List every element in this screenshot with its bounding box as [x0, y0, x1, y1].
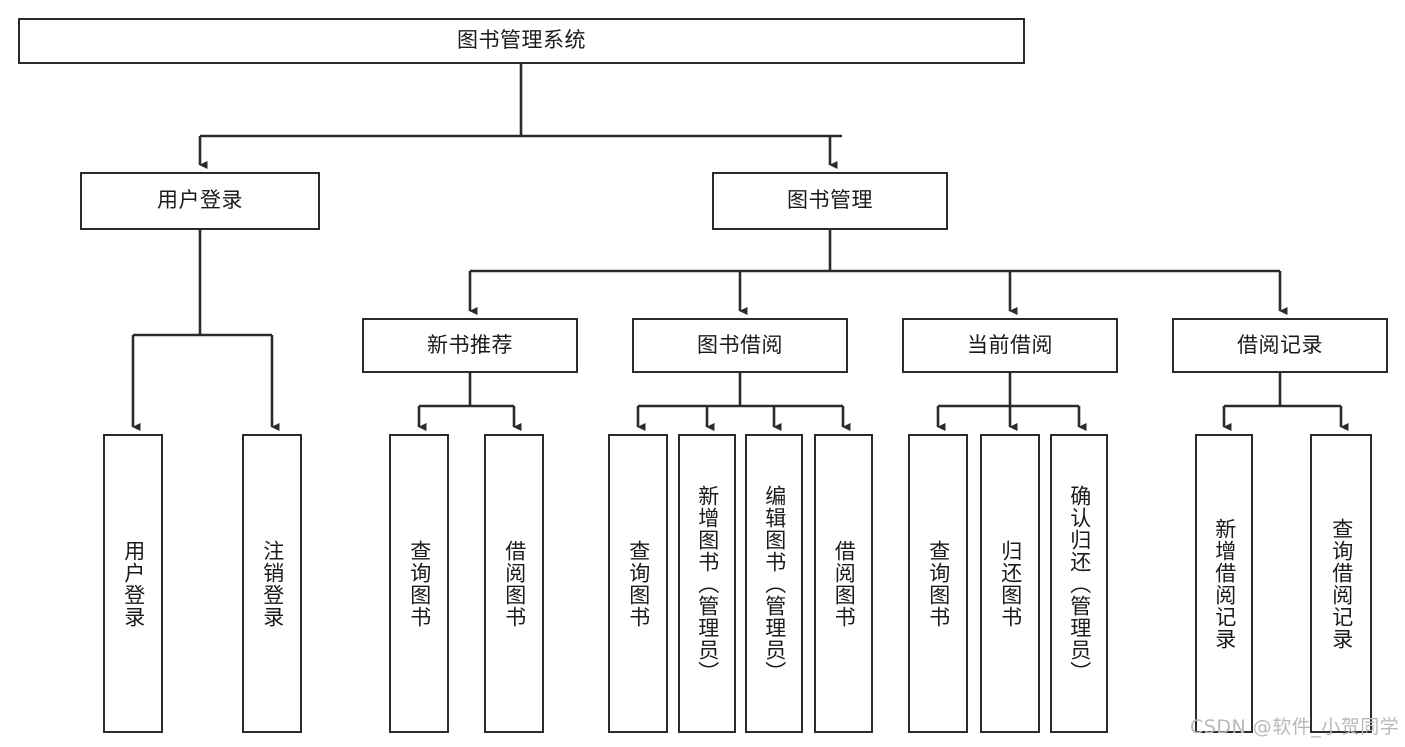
leaf-add-borrow-record-label: 新增借阅记录 — [1212, 517, 1237, 650]
node-new-book-recommend-label: 新书推荐 — [427, 332, 513, 357]
leaf-query-book-1-label: 查询图书 — [407, 539, 432, 628]
leaf-logout-label: 注销登录 — [260, 539, 285, 628]
leaf-add-borrow-record[interactable]: 新增借阅记录 — [1195, 434, 1253, 733]
node-root[interactable]: 图书管理系统 — [18, 18, 1025, 64]
node-current-borrow-label: 当前借阅 — [967, 332, 1053, 357]
node-new-book-recommend[interactable]: 新书推荐 — [362, 318, 578, 373]
leaf-query-book-1[interactable]: 查询图书 — [389, 434, 449, 733]
leaf-query-book-3[interactable]: 查询图书 — [908, 434, 968, 733]
leaf-return-book-label: 归还图书 — [998, 539, 1023, 628]
leaf-confirm-return-admin-label: 确认归还（管理员） — [1067, 484, 1092, 683]
leaf-query-book-2[interactable]: 查询图书 — [608, 434, 668, 733]
leaf-query-borrow-record[interactable]: 查询借阅记录 — [1310, 434, 1372, 733]
leaf-add-book-admin-label: 新增图书（管理员） — [695, 484, 720, 683]
node-book-borrow[interactable]: 图书借阅 — [632, 318, 848, 373]
leaf-query-book-3-label: 查询图书 — [926, 539, 951, 628]
leaf-edit-book-admin-label: 编辑图书（管理员） — [762, 484, 787, 683]
leaf-edit-book-admin[interactable]: 编辑图书（管理员） — [745, 434, 803, 733]
leaf-borrow-book-2[interactable]: 借阅图书 — [814, 434, 873, 733]
node-current-borrow[interactable]: 当前借阅 — [902, 318, 1118, 373]
leaf-query-book-2-label: 查询图书 — [626, 539, 651, 628]
leaf-user-login-label: 用户登录 — [121, 539, 146, 628]
node-root-label: 图书管理系统 — [457, 28, 586, 53]
leaf-borrow-book-1-label: 借阅图书 — [502, 539, 527, 628]
leaf-borrow-book-1[interactable]: 借阅图书 — [484, 434, 544, 733]
node-user-login[interactable]: 用户登录 — [80, 172, 320, 230]
node-book-borrow-label: 图书借阅 — [697, 332, 783, 357]
leaf-logout[interactable]: 注销登录 — [242, 434, 302, 733]
leaf-borrow-book-2-label: 借阅图书 — [832, 539, 857, 628]
leaf-add-book-admin[interactable]: 新增图书（管理员） — [678, 434, 736, 733]
node-book-management-label: 图书管理 — [787, 188, 873, 213]
leaf-query-borrow-record-label: 查询借阅记录 — [1329, 517, 1354, 650]
node-book-management[interactable]: 图书管理 — [712, 172, 948, 230]
node-borrow-record[interactable]: 借阅记录 — [1172, 318, 1388, 373]
node-borrow-record-label: 借阅记录 — [1237, 332, 1323, 357]
leaf-confirm-return-admin[interactable]: 确认归还（管理员） — [1050, 434, 1108, 733]
leaf-return-book[interactable]: 归还图书 — [980, 434, 1040, 733]
leaf-user-login[interactable]: 用户登录 — [103, 434, 163, 733]
node-user-login-label: 用户登录 — [157, 188, 243, 213]
